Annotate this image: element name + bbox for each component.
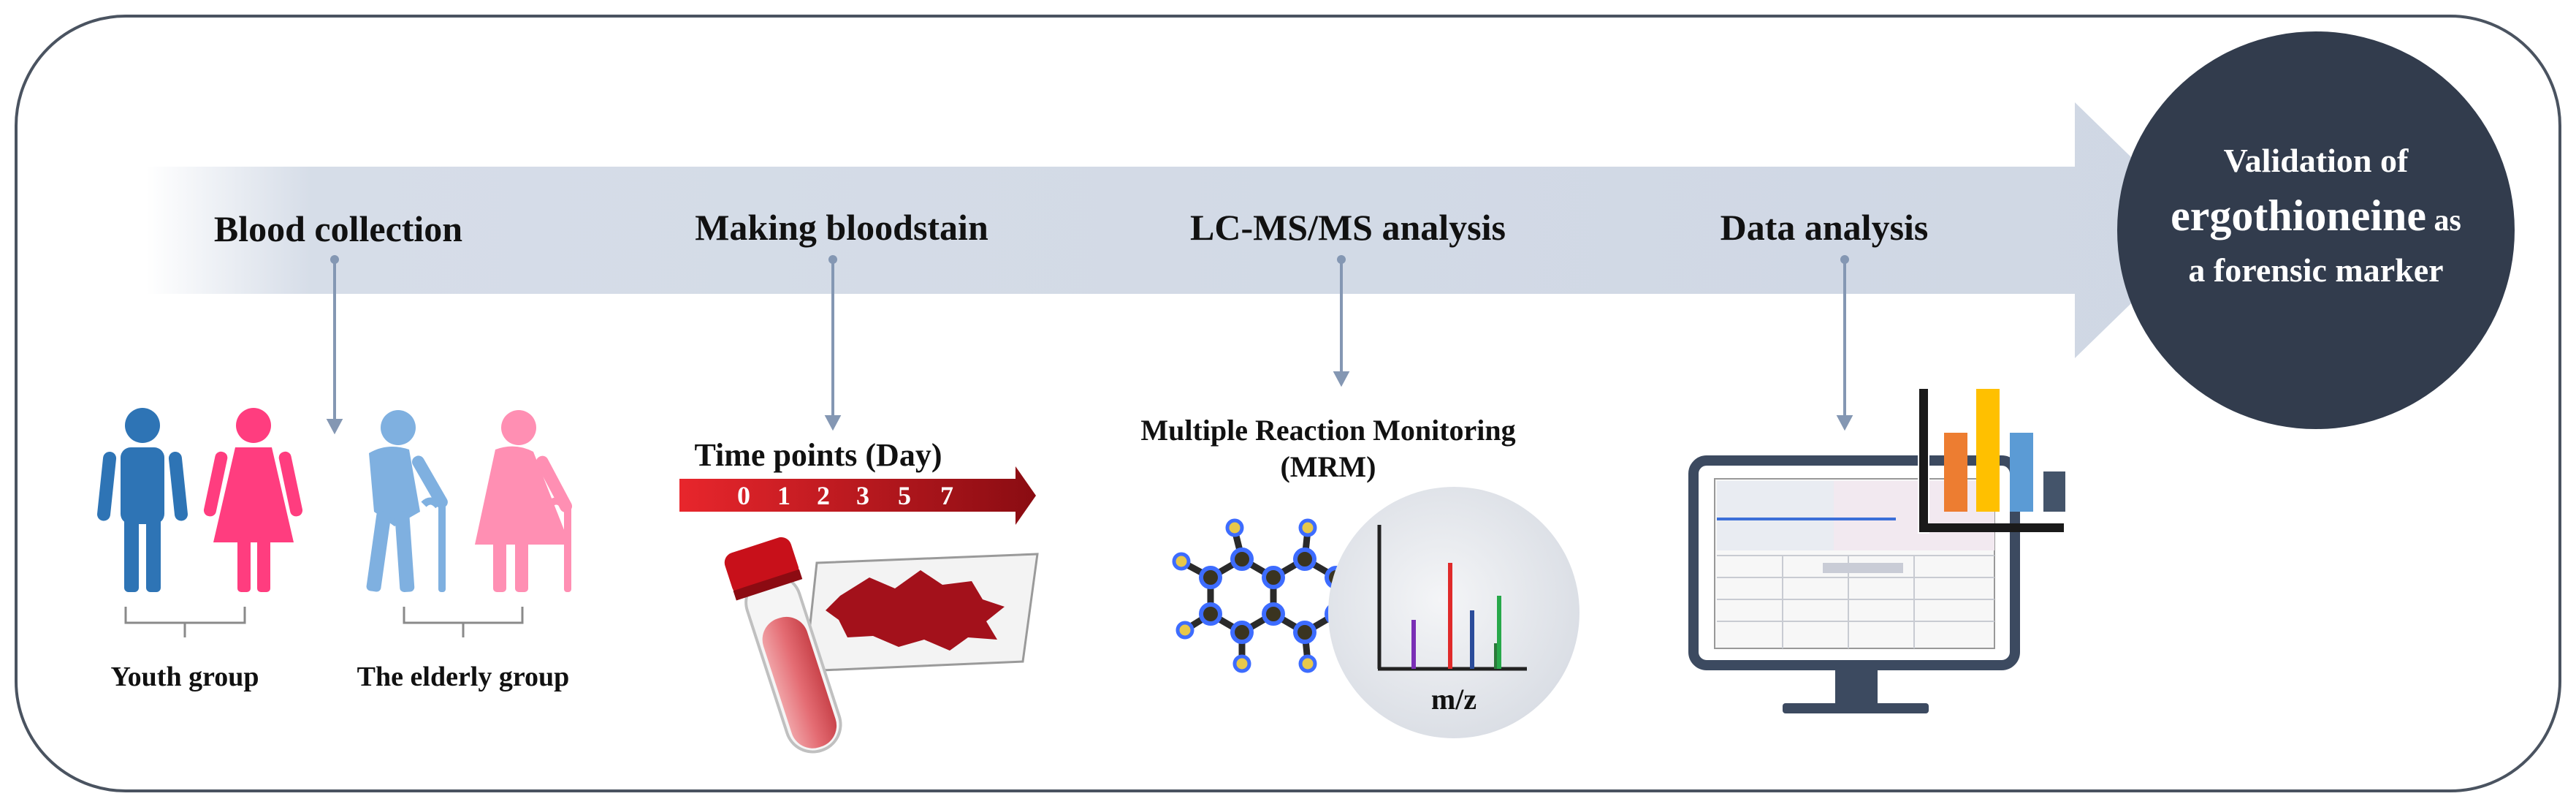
step-making-bloodstain: Making bloodstain [695, 207, 988, 248]
male-young-icon [97, 408, 188, 592]
result-circle [2117, 31, 2515, 429]
bloodstain-card [804, 553, 1039, 672]
mrm-line2: (MRM) [1280, 450, 1376, 483]
result-suffix: as [2426, 204, 2461, 238]
day-label: 5 [898, 481, 911, 510]
result-line3: a forensic marker [2188, 251, 2443, 289]
process-arrow [146, 102, 2206, 358]
mass-spectrum [1377, 525, 1527, 671]
blood-tube-icon [724, 537, 842, 754]
result-line1: Validation of [2224, 142, 2409, 179]
day-label: 3 [856, 481, 869, 510]
bar-chart-icon [1918, 387, 2065, 534]
male-elderly-icon [366, 410, 448, 593]
day-label: 0 [737, 481, 750, 510]
result-line2: ergothioneine as [2171, 192, 2461, 240]
mrm-line1: Multiple Reaction Monitoring [1140, 414, 1515, 447]
spectrum-background [1328, 487, 1579, 738]
time-points-title: Time points (Day) [695, 437, 942, 473]
step-lcms-analysis: LC-MS/MS analysis [1190, 207, 1506, 248]
bloodstain-icon [826, 570, 1005, 651]
result-keyword: ergothioneine [2171, 192, 2426, 240]
day-label: 7 [940, 481, 953, 510]
connectors [326, 255, 1853, 435]
day-label: 1 [777, 481, 790, 510]
mz-axis-label: m/z [1431, 683, 1476, 716]
step-data-analysis: Data analysis [1720, 207, 1929, 248]
youth-group-label: Youth group [110, 662, 259, 692]
step-blood-collection: Blood collection [214, 208, 462, 249]
timeline-arrow [679, 466, 1036, 525]
female-young-icon [203, 408, 303, 592]
female-elderly-icon [475, 410, 573, 592]
group-brackets [124, 607, 524, 637]
elderly-group-label: The elderly group [357, 662, 570, 692]
timeline-days: 0 1 2 3 5 7 [737, 481, 953, 510]
day-label: 2 [817, 481, 830, 510]
